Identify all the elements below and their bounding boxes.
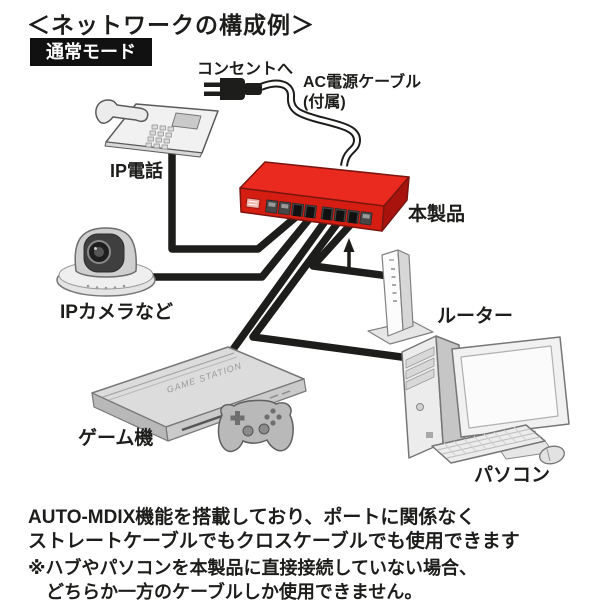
product-switch-illustration [239, 161, 410, 232]
cable-ip-phone [168, 144, 303, 253]
keyboard-icon [431, 424, 546, 464]
footnote-line-1: ※ハブやパソコンを本製品に直接接続していない場合、 [28, 558, 477, 578]
router-illustration [367, 249, 434, 345]
label-ac-cable-sub: (付属) [303, 94, 346, 111]
label-game-console: ゲーム機 [78, 428, 154, 449]
label-outlet: コンセントへ [197, 61, 294, 78]
cable-pc [249, 215, 414, 363]
cable-game-console [223, 214, 332, 361]
description-line-1: AUTO-MDIX機能を搭載しており、ポートに関係なく [28, 507, 476, 528]
ip-camera-illustration [56, 227, 156, 297]
label-pc: パソコン [474, 465, 551, 486]
mode-badge: 通常モード [30, 38, 152, 66]
pc-illustration [401, 335, 570, 465]
label-ip-camera: IPカメラなど [60, 302, 173, 323]
cable-router [309, 217, 401, 282]
cable-ip-camera [134, 212, 316, 281]
mouse-icon [539, 445, 565, 465]
label-router: ルーター [437, 306, 514, 327]
page-title: ＜ネットワークの構成例＞ [27, 12, 315, 38]
description-line-2: ストレートケーブルでもクロスケーブルでも使用できます [28, 531, 520, 552]
label-ac-cable: AC電源ケーブル [303, 74, 422, 91]
label-product: 本製品 [408, 204, 466, 225]
up-arrow-icon [343, 238, 355, 268]
ac-power-cable [259, 79, 362, 167]
switch-label-sticker [245, 197, 261, 209]
ip-phone-illustration [95, 99, 219, 158]
game-controller-icon [217, 399, 294, 453]
footnote-line-2: どちらか一方のケーブルしか使用できません。 [46, 582, 423, 600]
lan-cables [134, 144, 414, 363]
plugged-connectors [292, 204, 358, 224]
label-ip-phone: IP電話 [110, 161, 164, 181]
power-plug-icon [204, 78, 262, 100]
